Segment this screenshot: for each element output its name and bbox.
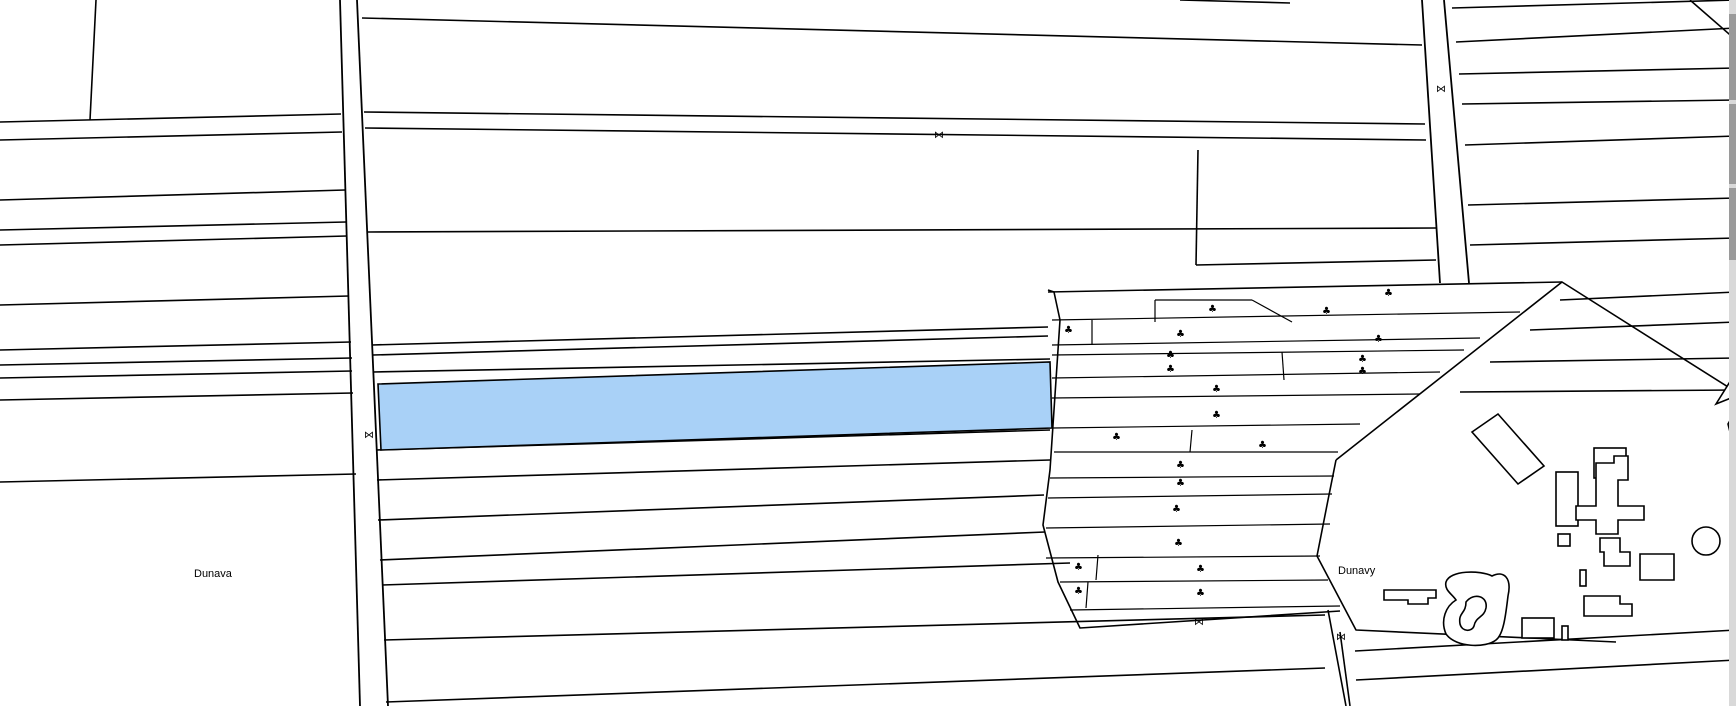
road-marker-icon: ⋈ bbox=[934, 130, 944, 141]
tree-icon: ♣ bbox=[1166, 350, 1175, 361]
place-label-dunavy: Dunavy bbox=[1338, 565, 1376, 577]
tree-icon: ♣ bbox=[1176, 478, 1185, 489]
parcels-village-strips bbox=[1045, 299, 1521, 611]
road-marker-icon: ⋈ bbox=[1436, 84, 1446, 95]
tree-icon: ♣ bbox=[1064, 325, 1073, 336]
parcels-far-right bbox=[1354, 0, 1736, 681]
buildings bbox=[1383, 370, 1736, 647]
tree-icon: ♣ bbox=[1322, 306, 1331, 317]
parcels-center bbox=[361, 17, 1437, 703]
map-scrollbar[interactable] bbox=[1729, 0, 1736, 706]
selected-parcel[interactable] bbox=[377, 361, 1053, 451]
tree-icon: ♣ bbox=[1196, 564, 1205, 575]
tree-icon: ♣ bbox=[1196, 588, 1205, 599]
scrollbar-segment[interactable] bbox=[1729, 104, 1736, 184]
tree-icon: ♣ bbox=[1176, 460, 1185, 471]
tree-icon: ♣ bbox=[1212, 384, 1221, 395]
tree-icon: ♣ bbox=[1208, 304, 1217, 315]
scrollbar-segment[interactable] bbox=[1729, 188, 1736, 260]
road-marker-icon: ⋈ bbox=[364, 430, 374, 441]
place-label-dunava: Dunava bbox=[194, 568, 233, 580]
tree-icon: ♣ bbox=[1176, 329, 1185, 340]
tree-icon: ♣ bbox=[1358, 354, 1367, 365]
tree-icon: ♣ bbox=[1358, 366, 1367, 377]
tree-icon: ♣ bbox=[1074, 586, 1083, 597]
tree-icon: ♣ bbox=[1384, 288, 1393, 299]
road-marker-icon: ⋈ bbox=[1336, 632, 1346, 643]
scrollbar-thumb[interactable] bbox=[1729, 14, 1736, 100]
road-left bbox=[339, 0, 389, 706]
tree-icon: ♣ bbox=[1166, 364, 1175, 375]
road-marker-symbols: ⋈ ⋈ ⋈ ⋈ ⋈ bbox=[364, 84, 1446, 643]
tree-icon: ♣ bbox=[1212, 410, 1221, 421]
road-right bbox=[1421, 0, 1470, 284]
tree-icon: ♣ bbox=[1172, 504, 1181, 515]
tree-symbols: ♣ ♣ ♣ ♣ ♣ ♣ ♣ ♣ ♣ ♣ ♣ ♣ ♣ ♣ ♣ ♣ ♣ ♣ ♣ ♣ … bbox=[1064, 288, 1393, 599]
tree-icon: ♣ bbox=[1258, 440, 1267, 451]
parcels-far-left bbox=[0, 0, 357, 483]
tree-icon: ♣ bbox=[1112, 432, 1121, 443]
village-outline bbox=[1042, 281, 1736, 706]
tree-icon: ♣ bbox=[1074, 562, 1083, 573]
road-marker-icon: ⋈ bbox=[1194, 617, 1204, 628]
tree-icon: ♣ bbox=[1174, 538, 1183, 549]
parcels-top bbox=[1179, 0, 1736, 41]
tree-icon: ♣ bbox=[1374, 334, 1383, 345]
parcel-upper-right-box bbox=[1195, 149, 1437, 266]
